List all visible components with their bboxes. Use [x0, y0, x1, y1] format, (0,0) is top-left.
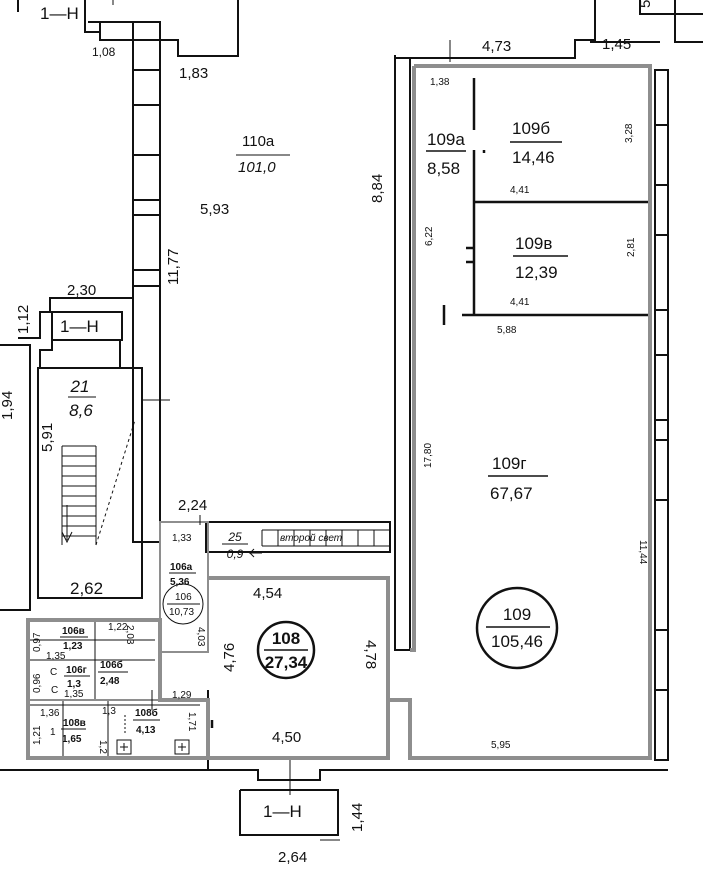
dim-2-30: 2,30	[67, 282, 96, 299]
room-106v-id: 106в	[62, 626, 85, 637]
tag-c1: С	[50, 667, 57, 678]
dim-4-54: 4,54	[253, 585, 282, 602]
room-109g-area: 67,67	[490, 484, 533, 503]
dim-4-41-a: 4,41	[510, 185, 530, 196]
dim-11-44: 11,44	[637, 540, 648, 565]
room-106v-area: 1,23	[63, 641, 83, 652]
room-109a-area: 8,58	[427, 159, 460, 178]
dim-4-73: 4,73	[482, 38, 511, 55]
room-106a-id: 106а	[170, 562, 193, 573]
dim-2-64: 2,64	[278, 849, 307, 866]
dim-1-71: 1,71	[186, 712, 197, 732]
room-106b-area: 2,48	[100, 676, 120, 687]
room-21-id: 21	[70, 377, 90, 396]
dim-2-62: 2,62	[70, 579, 103, 598]
room-106g-area: 1,3	[67, 679, 81, 690]
dim-3-28: 3,28	[624, 123, 635, 143]
tag-c2: С	[51, 685, 58, 696]
dim-1-2: 1,2	[97, 740, 108, 754]
dim-4-41-b: 4,41	[510, 297, 530, 308]
entrance-tag-bottom: 1—Н	[263, 802, 302, 821]
dim-1-12: 1,12	[15, 305, 32, 334]
dim-1-08: 1,08	[92, 45, 116, 59]
room-110a-area: 101,0	[238, 159, 276, 176]
room-108b-id: 108б	[135, 707, 158, 719]
dimensions: 1,08 1,83 4,73 1,45 5 1,38 3,28 8,84 5,9…	[0, 0, 654, 866]
dim-17-80: 17,80	[423, 443, 434, 468]
room-109b-id: 109б	[512, 119, 550, 138]
tag-c3: 1	[50, 727, 56, 738]
dim-1-35-b: 1,35	[64, 689, 84, 700]
room-108-id: 108	[272, 629, 300, 648]
room-108b-area: 4,13	[136, 725, 156, 736]
dim-4-03: 4,03	[195, 627, 206, 647]
dim-1-21: 1,21	[32, 725, 43, 745]
room-21-area: 8,6	[69, 401, 93, 420]
room-109v-area: 12,39	[515, 263, 558, 282]
dim-0-97: 0,97	[32, 632, 43, 652]
room-106-id: 106	[175, 592, 192, 603]
room-110a-id: 110а	[242, 133, 275, 150]
partitions-109	[210, 78, 648, 728]
dim-2-81: 2,81	[626, 237, 637, 257]
dim-5-93: 5,93	[200, 201, 229, 218]
dim-5: 5	[637, 0, 654, 8]
dim-5-88: 5,88	[497, 325, 517, 336]
room-109-id: 109	[503, 605, 531, 624]
dim-1-83: 1,83	[179, 65, 208, 82]
room-108v-area: 1,65	[62, 734, 82, 745]
dim-4-76: 4,76	[221, 643, 238, 672]
entrance-tag-mid: 1—Н	[60, 317, 99, 336]
room-106-area: 10,73	[169, 607, 194, 618]
room-108-area: 27,34	[265, 653, 308, 672]
dim-6-22: 6,22	[424, 226, 435, 246]
dim-11-77: 11,77	[165, 249, 182, 285]
room-109b-area: 14,46	[512, 148, 555, 167]
room-25-id: 25	[227, 530, 242, 544]
dim-8-84: 8,84	[369, 174, 386, 203]
room-108v-id: 108в	[63, 718, 86, 729]
dim-1-38: 1,38	[430, 77, 450, 88]
dim-1-22: 1,22	[108, 622, 128, 633]
room-106a-area: 5,36	[170, 577, 190, 588]
dim-2-03: 2,03	[124, 625, 135, 645]
walls	[0, 0, 703, 836]
dim-4-50: 4,50	[272, 729, 301, 746]
dim-2-24: 2,24	[178, 497, 207, 514]
room-109-area: 105,46	[491, 632, 543, 651]
rented-outline	[26, 64, 652, 760]
dim-1-29: 1,29	[172, 690, 192, 701]
dim-1-94: 1,94	[0, 391, 16, 420]
second-light-label: второй свет	[280, 533, 342, 544]
dim-5-91: 5,91	[39, 423, 56, 452]
entrance-tag-top: 1—Н	[40, 4, 79, 23]
dimension-lines	[112, 0, 451, 841]
dim-0-96: 0,96	[32, 673, 43, 693]
dim-5-95: 5,95	[491, 740, 511, 751]
dim-1-44: 1,44	[349, 803, 366, 832]
dim-1-3: 1,3	[102, 706, 116, 717]
room-109a-id: 109а	[427, 130, 465, 149]
dim-1-33: 1,33	[172, 533, 192, 544]
dim-1-45: 1,45	[602, 36, 631, 53]
dim-1-36: 1,36	[40, 708, 60, 719]
room-106g-id: 106г	[66, 665, 87, 676]
room-109v-id: 109в	[515, 234, 552, 253]
room-25-area: 0,9	[227, 547, 244, 561]
dim-1-35-a: 1,35	[46, 651, 66, 662]
room-circles	[162, 583, 559, 680]
room-106b-id: 106б	[100, 659, 123, 671]
room-109g-id: 109г	[492, 454, 527, 473]
dim-4-78: 4,78	[362, 640, 379, 669]
